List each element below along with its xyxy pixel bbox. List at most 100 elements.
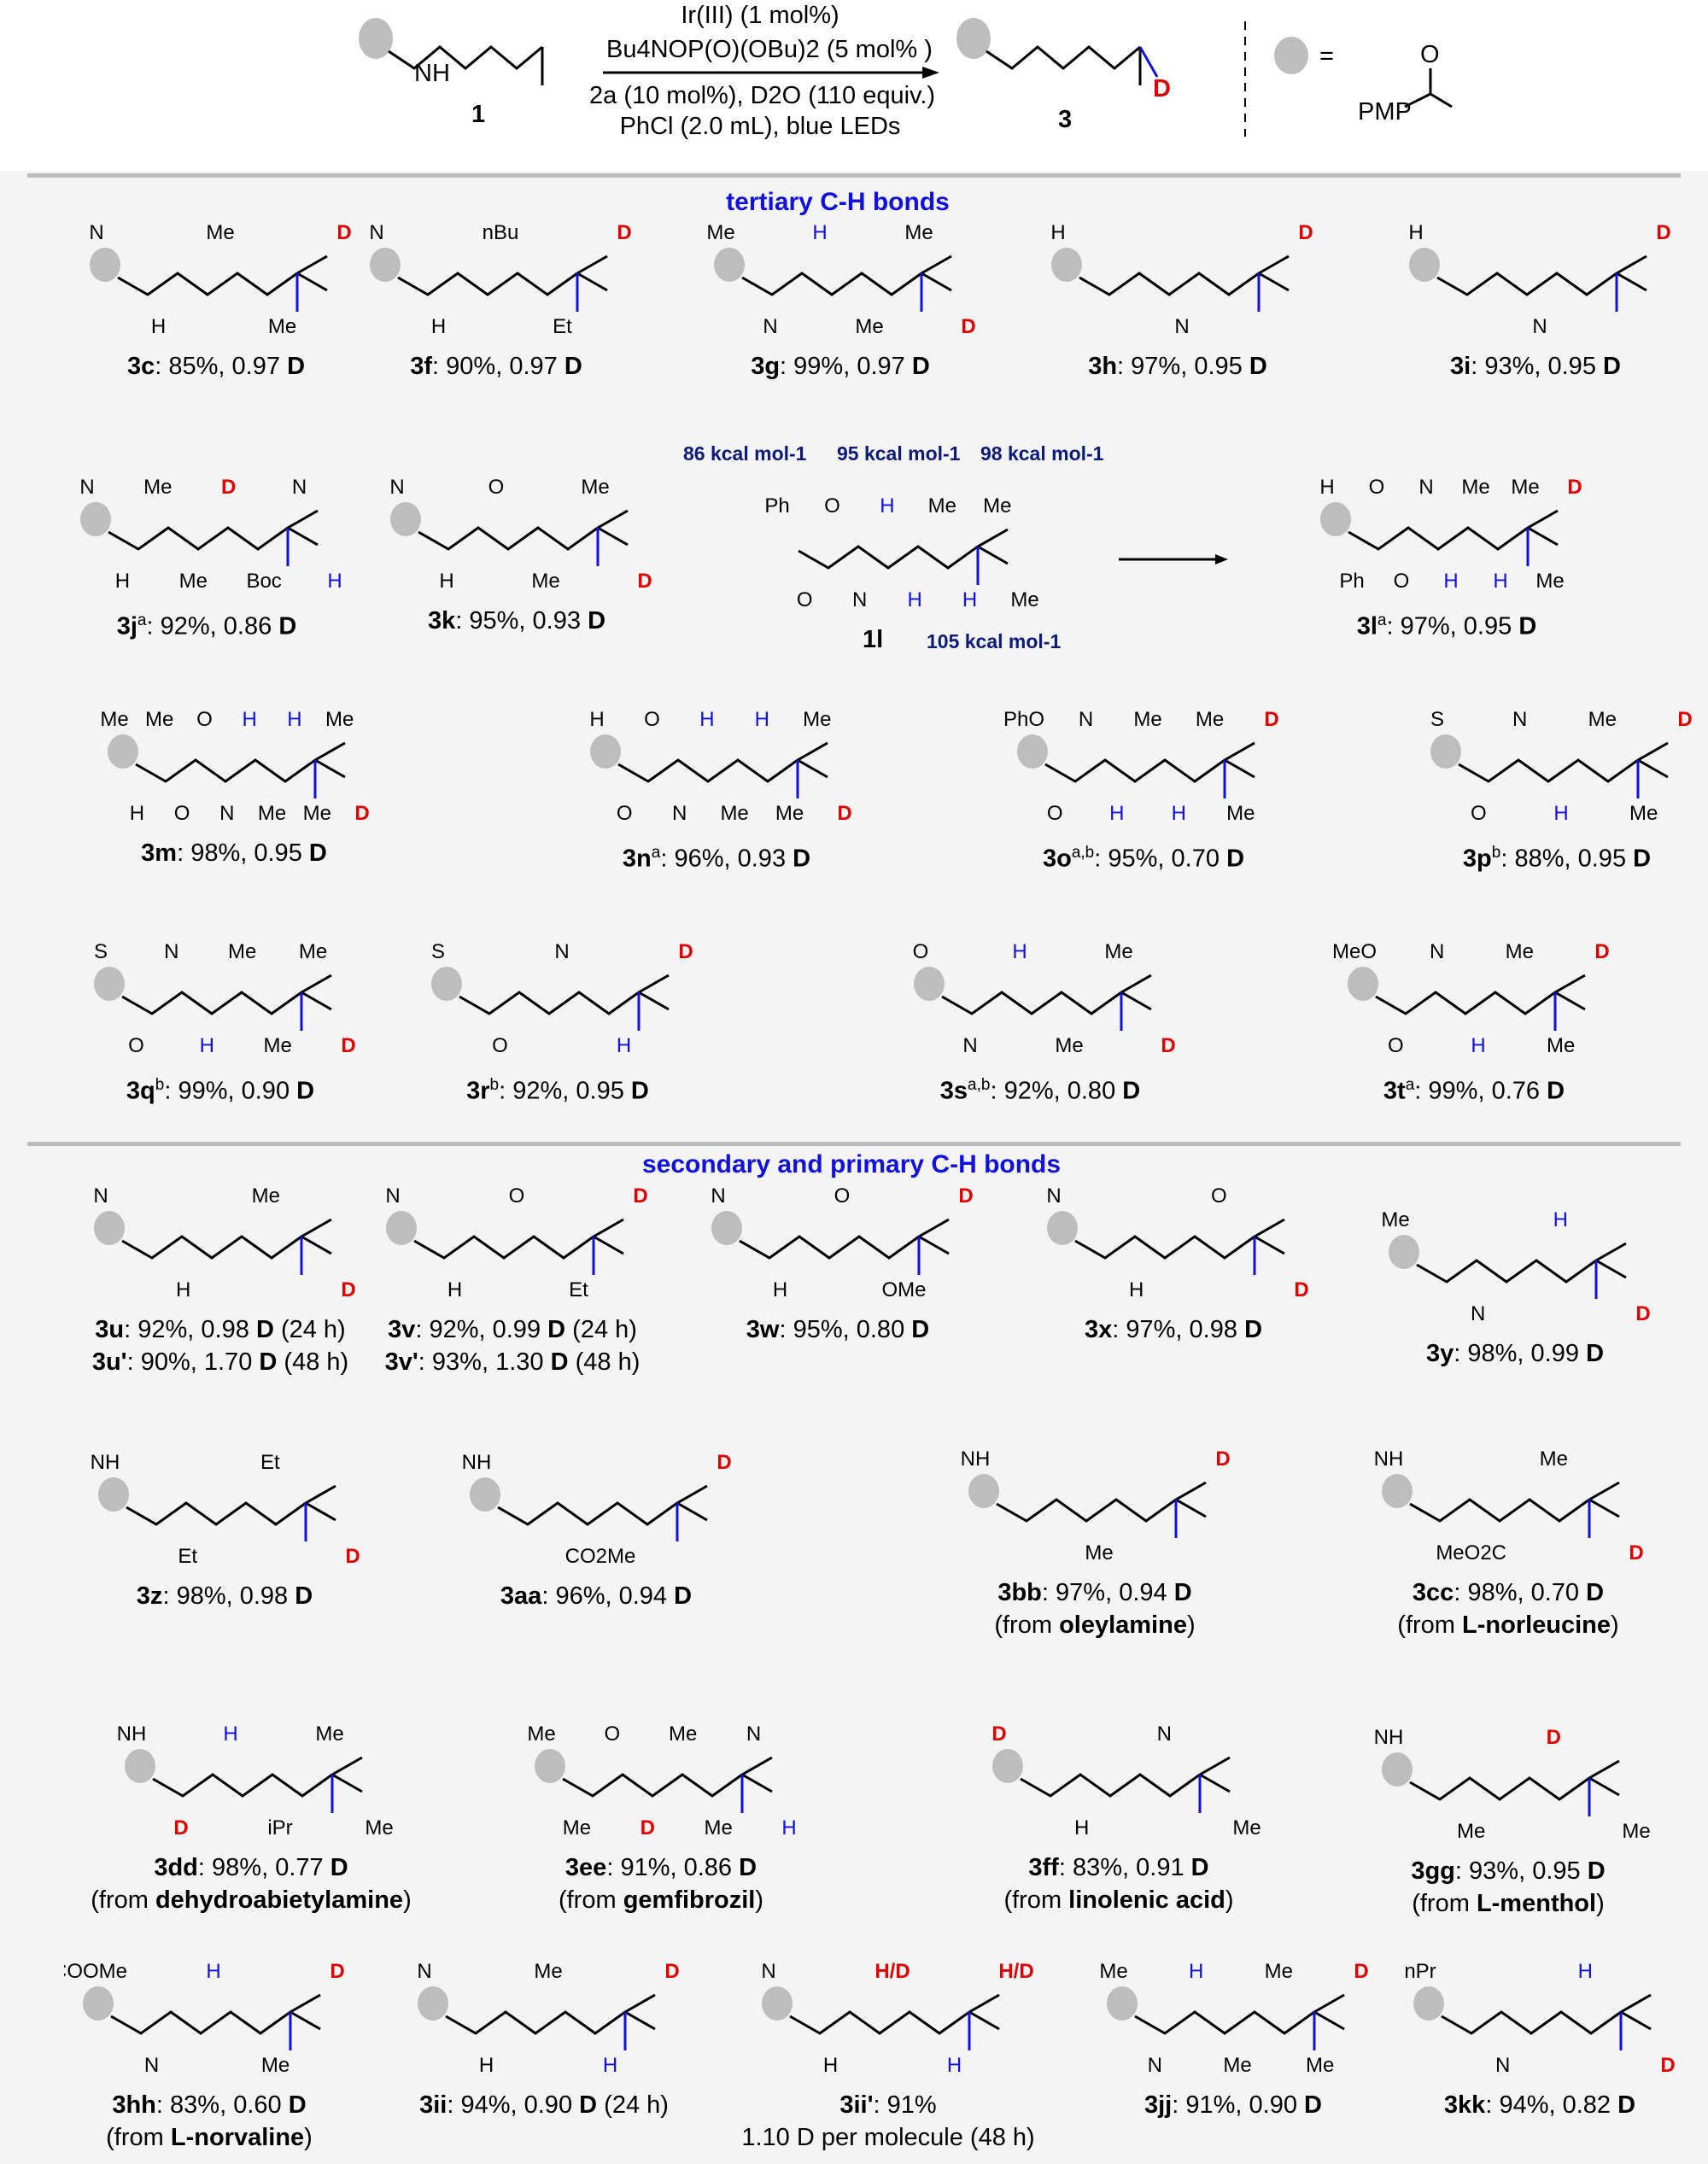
atom-label: D	[1264, 708, 1278, 731]
compound-caption: 3ee: 91%, 0.86 D	[564, 1854, 757, 1881]
d-incorporation: 0.94	[1119, 1579, 1167, 1606]
condition-solvent: PhCl (2.0 mL), blue LEDs	[619, 113, 901, 140]
compound-id: 3ee	[564, 1854, 607, 1881]
placeholder-circle-icon	[1430, 734, 1461, 769]
compound-id: 3kk	[1443, 2091, 1486, 2119]
yield: 96%	[555, 1582, 605, 1610]
compound-caption: 3dd: 98%, 0.77 D	[154, 1854, 348, 1881]
atom-label: H	[1172, 802, 1186, 825]
compound-id: 3l	[1356, 612, 1378, 640]
compound-caption: 3bb: 97%, 0.94 D	[997, 1579, 1192, 1606]
atom-label: N	[746, 1722, 761, 1746]
compound-id: 3jj	[1144, 2091, 1173, 2119]
atom-label: N	[219, 802, 234, 825]
atom-label: H	[812, 221, 827, 244]
atom-label: Me	[855, 315, 883, 338]
compound-id: 3ii'	[839, 2091, 874, 2119]
atom-label: H	[1553, 1208, 1568, 1231]
atom-label: Me	[1540, 1448, 1568, 1471]
atom-label: H	[1012, 940, 1027, 963]
d-incorporation: 0.95	[576, 1077, 624, 1105]
d-incorporation: 0.97	[857, 353, 905, 380]
atom-label: H	[1074, 1816, 1089, 1839]
yield: 98%	[1467, 1340, 1518, 1367]
compound-caption: 3x: 97%, 0.98 D	[1084, 1316, 1263, 1343]
atom-label: H	[151, 315, 166, 338]
atom-label: H	[589, 708, 604, 731]
yield: 92%	[137, 1316, 188, 1343]
bde-label: 86 kcal mol-1	[683, 442, 807, 465]
atom-label: O	[492, 1034, 508, 1057]
placeholder-circle-icon	[1320, 502, 1351, 536]
placeholder-circle-icon	[1051, 248, 1082, 282]
atom-label: Ph	[764, 494, 789, 518]
atom-label: N	[1495, 2054, 1510, 2077]
compound-source: (from oleylamine)	[994, 1611, 1196, 1639]
d-incorporation: 0.95	[1577, 845, 1627, 873]
atom-label: H	[1319, 476, 1334, 499]
atom-label: Me	[1232, 1816, 1261, 1839]
footnote-marker: a,b	[968, 1076, 991, 1094]
d-incorporation: 0.70	[1530, 1579, 1580, 1606]
yield: 92%	[160, 612, 210, 640]
placeholder-circle-icon	[1409, 248, 1440, 282]
compound-id: 3gg	[1411, 1857, 1455, 1885]
placeholder-circle-icon	[968, 1474, 999, 1508]
atom-label: H	[243, 708, 257, 731]
atom-label: Me	[1265, 1960, 1293, 1983]
atom-label: Me	[928, 494, 956, 518]
bde-label: 95 kcal mol-1	[837, 442, 961, 465]
atom-label: Me	[1085, 1541, 1113, 1565]
compound-id: 3o	[1042, 845, 1072, 873]
atom-label: N	[554, 940, 569, 963]
atom-label: Me	[775, 802, 804, 825]
atom-label: Me	[261, 2054, 290, 2077]
atom-label: D	[1161, 1034, 1175, 1057]
placeholder-circle-icon	[1382, 1752, 1413, 1787]
yield: 97%	[1131, 353, 1181, 380]
atom-label: N	[93, 1184, 108, 1208]
atom-label: H	[781, 1816, 796, 1839]
compound-id: 3u	[95, 1316, 125, 1343]
atom-label: Me	[268, 315, 296, 338]
d-incorporation: 0.95	[1194, 353, 1243, 380]
atom-label: Me	[1133, 708, 1161, 731]
placeholder-circle-icon	[1107, 1986, 1138, 2021]
atom-label: D	[173, 1816, 188, 1839]
section-title-tertiary: tertiary C-H bonds	[726, 188, 950, 216]
atom-label: D	[637, 570, 652, 593]
atom-label: Me	[1457, 1820, 1485, 1843]
placeholder-circle-icon	[535, 1749, 565, 1783]
section-title-secondary: secondary and primary C-H bonds	[641, 1150, 1062, 1179]
compound-source: (from L-menthol)	[1412, 1890, 1605, 1917]
atom-label: Me	[581, 476, 609, 499]
atom-label: H	[947, 2054, 962, 2077]
placeholder-circle-icon	[470, 1477, 500, 1512]
compound-caption-48h: 3v': 93%, 1.30 D (48 h)	[384, 1348, 640, 1376]
atom-label: H	[699, 708, 714, 731]
yield: 92%	[1003, 1077, 1054, 1105]
d-incorporation: 0.77	[275, 1854, 324, 1881]
compound-caption: 3i: 93%, 0.95 D	[1450, 353, 1621, 380]
atom-label: H	[1129, 1278, 1144, 1301]
atom-label: Me	[669, 1722, 697, 1746]
placeholder-circle-icon	[956, 18, 991, 59]
yield: 94%	[1499, 2091, 1549, 2119]
atom-label: N	[1418, 476, 1433, 499]
atom-label: D	[1294, 1278, 1308, 1301]
yield: 94%	[460, 2091, 511, 2119]
atom-label: Me	[100, 708, 128, 731]
atom-label: S	[431, 940, 445, 963]
placeholder-circle-icon	[370, 248, 401, 282]
